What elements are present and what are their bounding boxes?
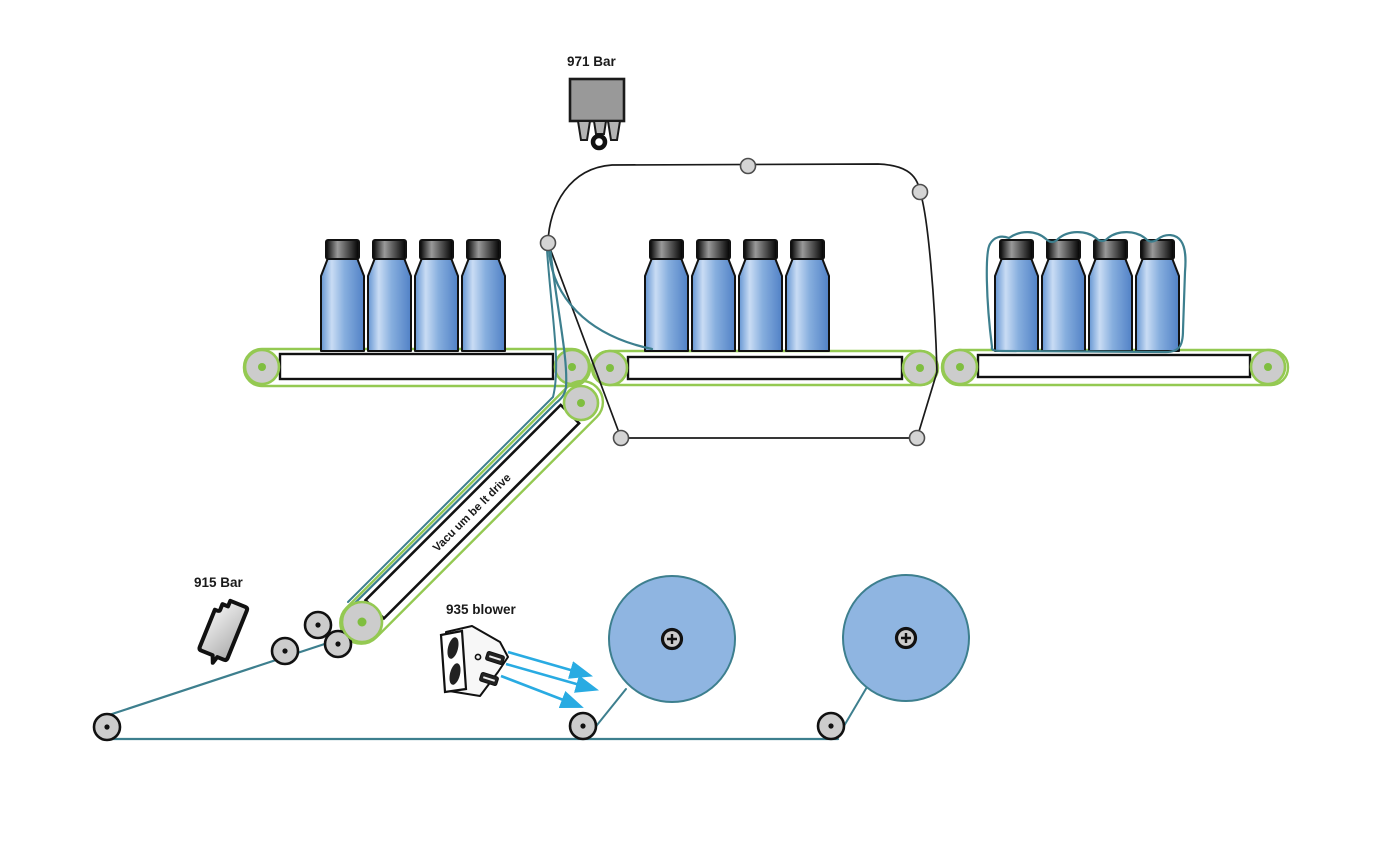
vacuum-roller <box>340 600 384 644</box>
guide-node <box>911 183 929 201</box>
guide-node <box>908 429 926 447</box>
device-915-label: 915 Bar <box>194 575 244 590</box>
conveyor-roller <box>553 348 591 386</box>
conveyor-wrapping <box>590 349 940 387</box>
bottle <box>367 239 412 352</box>
roller <box>816 711 846 741</box>
bottle <box>320 239 365 352</box>
blower-fan-frame <box>439 629 468 694</box>
guide-node <box>612 429 630 447</box>
device-971-label: 971 Bar <box>567 54 617 69</box>
conveyor-roller <box>591 349 629 387</box>
blower-label: 935 blower <box>446 602 517 617</box>
roller <box>303 610 333 640</box>
film-roll-left <box>608 575 736 703</box>
conveyor-roller <box>1249 348 1287 386</box>
film-roll-right <box>842 574 970 702</box>
device-935-blower: 935 blower <box>439 602 600 708</box>
blower-nozzle <box>485 650 505 666</box>
film-tangent-left-roll <box>592 688 627 731</box>
conveyor-roller <box>243 348 281 386</box>
bottle <box>738 239 783 352</box>
vacuum-roller <box>562 384 600 422</box>
sealing-bar-body <box>568 77 626 123</box>
air-arrow-icon <box>507 650 593 679</box>
film-strand-inner <box>347 249 558 603</box>
conveyor-infeed <box>242 347 592 388</box>
air-arrow-icon <box>505 662 600 693</box>
roll-hub-cross-icon <box>901 633 911 643</box>
roller <box>92 712 122 742</box>
bottle-group-infeed <box>320 239 506 352</box>
bottle <box>1041 239 1086 352</box>
blower-nozzle <box>479 671 499 687</box>
guide-node <box>539 234 557 252</box>
sealing-bar-prong <box>606 120 622 141</box>
bottle <box>785 239 830 352</box>
device-971-bar: 971 Bar <box>567 54 626 151</box>
air-flow-arrows <box>500 650 600 708</box>
sealing-bar-ring-icon <box>590 133 608 151</box>
film-tangent-right-roll <box>840 686 868 732</box>
vacuum-belt-rollers <box>340 384 600 644</box>
conveyor-outfeed <box>940 348 1290 387</box>
sealing-bar-prong <box>592 120 608 135</box>
sealing-bar-prong <box>576 120 592 141</box>
roll-hub-cross-icon <box>667 634 677 644</box>
sealing-bar-profile <box>197 598 250 665</box>
conveyor-roller <box>941 348 979 386</box>
bottle <box>414 239 459 352</box>
conveyor-belt-body <box>976 353 1252 379</box>
roller <box>270 636 300 666</box>
roller <box>568 711 598 741</box>
film-guide-loop <box>547 163 938 439</box>
bottle-group-wrapped <box>985 231 1187 354</box>
bottle <box>1088 239 1133 352</box>
air-arrow-icon <box>500 674 584 708</box>
guide-node <box>739 157 757 175</box>
fan-blade-icon <box>447 637 459 659</box>
bottle <box>691 239 736 352</box>
bottle <box>994 239 1039 352</box>
bottle <box>644 239 689 352</box>
film-onto-conveyor <box>547 248 654 351</box>
shrink-film-wrap-outline <box>985 231 1187 354</box>
conveyor-roller <box>901 349 939 387</box>
bottle <box>461 239 506 352</box>
conveyor-belt-body <box>626 355 904 381</box>
device-915-bar: 915 Bar <box>194 575 250 665</box>
blower-pivot-icon <box>474 653 482 661</box>
fan-blade-icon <box>449 663 461 685</box>
bottle <box>1135 239 1180 352</box>
conveyor-belt-body <box>278 352 555 381</box>
film-guide-nodes <box>539 157 929 447</box>
bottle-group-wrapping <box>644 239 830 352</box>
